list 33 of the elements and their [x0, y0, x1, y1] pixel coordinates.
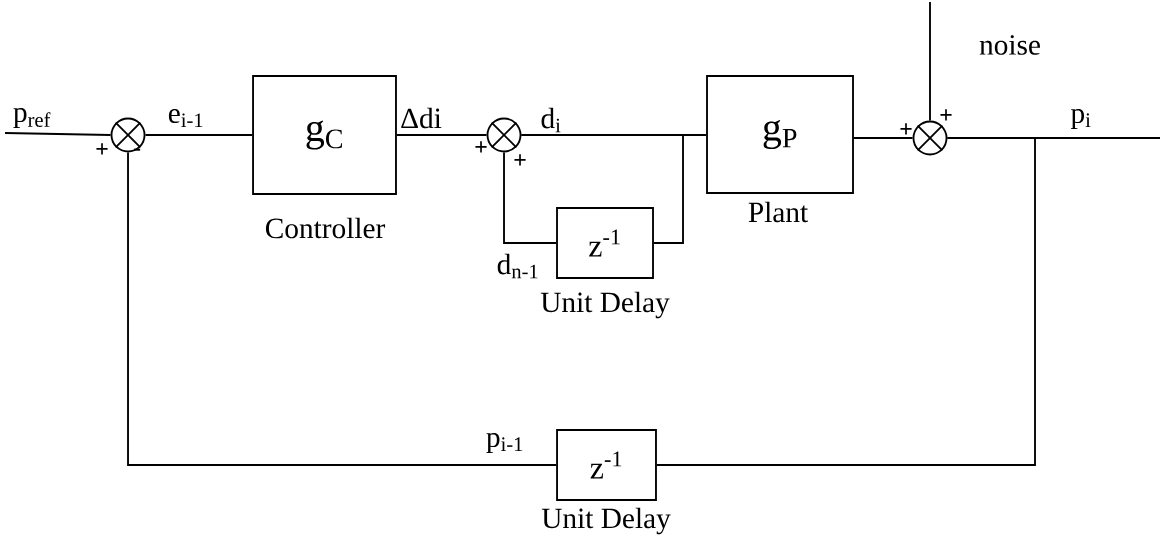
- connector-line: [520, 134, 684, 244]
- block-caption: Plant: [748, 201, 808, 223]
- sign-label: +: [900, 123, 912, 135]
- connector-line: [655, 137, 1036, 466]
- sign-label: +: [96, 143, 108, 155]
- connector-line: [144, 134, 254, 136]
- block-caption: Unit Delay: [541, 507, 671, 535]
- connector-line: [4, 132, 112, 136]
- signal-label: Δdi: [398, 106, 444, 130]
- connector-line: [929, 1, 931, 122]
- block-caption: Controller: [265, 217, 386, 239]
- signal-label: p$_{i}$: [1069, 107, 1093, 131]
- block-caption: Unit Delay: [540, 291, 670, 319]
- connector-line: [127, 151, 558, 466]
- sign-label: +: [940, 109, 952, 121]
- block-box: g$_{C}$: [252, 75, 397, 195]
- summing-junction: [110, 117, 146, 153]
- sign-label: +: [514, 154, 526, 166]
- signal-label: p$_{ref}$: [11, 106, 53, 130]
- connector-line: [853, 137, 914, 139]
- block-box: g$_{P}$: [706, 75, 854, 194]
- block-box: z$^{-1}$: [556, 207, 654, 279]
- block-box: z$^{-1}$: [556, 429, 657, 501]
- signal-label: p$_{i-1}$: [484, 431, 526, 455]
- signal-label: d$_{i}$: [539, 106, 563, 134]
- summing-junction: [486, 117, 522, 153]
- connector-line: [503, 151, 557, 244]
- summing-junction: [912, 120, 948, 156]
- signal-label: d$_{n-1}$: [495, 252, 541, 280]
- signal-label: noise: [977, 33, 1043, 57]
- signal-label: e$_{i-1}$: [166, 107, 206, 129]
- connector-line: [395, 134, 488, 136]
- sign-label: +: [475, 141, 487, 153]
